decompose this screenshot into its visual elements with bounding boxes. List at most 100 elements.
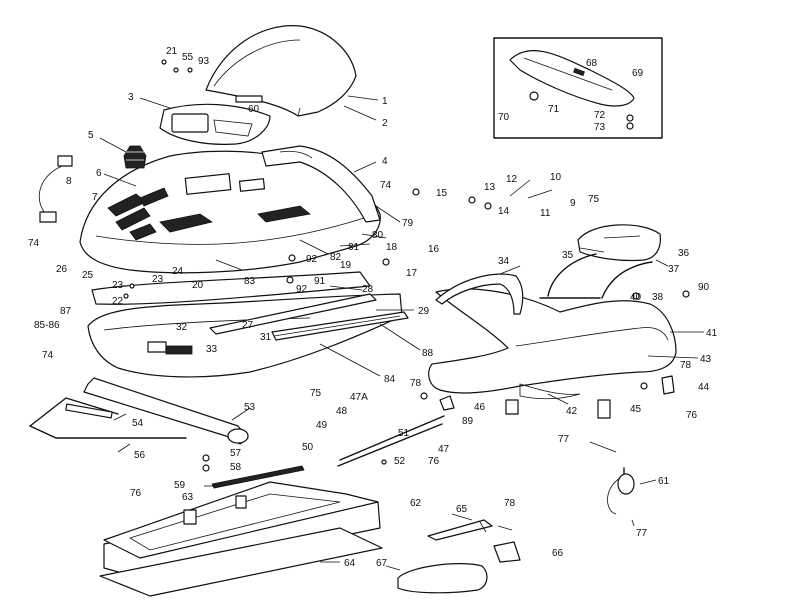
callout-23a: 23 — [112, 280, 124, 291]
callout-69: 69 — [632, 68, 644, 79]
callout-22: 22 — [112, 296, 124, 307]
callout-6: 6 — [96, 168, 102, 179]
callout-42: 42 — [566, 406, 578, 417]
callout-26: 26 — [56, 264, 68, 275]
callout-75a: 75 — [588, 194, 600, 205]
callout-2: 2 — [382, 118, 388, 129]
callout-41: 41 — [706, 328, 718, 339]
pad-67 — [397, 563, 488, 594]
callout-70: 70 — [498, 112, 510, 123]
bumper-bracket — [29, 397, 187, 439]
callout-28: 28 — [362, 284, 374, 295]
callout-16: 16 — [428, 244, 440, 255]
seat — [428, 288, 677, 400]
callout-73: 73 — [594, 122, 606, 133]
backrest — [539, 224, 661, 299]
bracket-65 — [427, 519, 493, 541]
console-trim — [159, 103, 271, 145]
inset-box — [493, 37, 663, 139]
bracket-66 — [493, 541, 521, 563]
callout-74c: 74 — [42, 350, 54, 361]
callout-43: 43 — [700, 354, 712, 365]
leader-lines — [99, 95, 704, 571]
callout-75b: 75 — [310, 388, 322, 399]
callout-83: 83 — [244, 276, 256, 287]
callout-92b: 92 — [296, 284, 308, 295]
callout-74a: 74 — [380, 180, 392, 191]
callout-20: 20 — [192, 280, 204, 291]
callout-63: 63 — [182, 492, 194, 503]
callout-33: 33 — [206, 344, 218, 355]
side-rail — [261, 145, 381, 223]
callout-78a: 78 — [680, 360, 692, 371]
callout-37: 37 — [668, 264, 680, 275]
callout-54: 54 — [132, 418, 144, 429]
callout-65: 65 — [456, 504, 468, 515]
strip-59 — [211, 465, 305, 489]
callout-79: 79 — [402, 218, 414, 229]
callout-27: 27 — [242, 320, 254, 331]
fasteners — [123, 59, 690, 472]
callout-31: 31 — [260, 332, 272, 343]
callout-3: 3 — [128, 92, 134, 103]
callout-24: 24 — [172, 266, 184, 277]
callout-44: 44 — [698, 382, 710, 393]
seat-strap — [435, 273, 524, 315]
callout-64: 64 — [344, 558, 356, 569]
callout-87: 87 — [60, 306, 72, 317]
callout-88: 88 — [422, 348, 434, 359]
callout-35: 35 — [562, 250, 574, 261]
callout-9: 9 — [570, 198, 576, 209]
callout-91: 91 — [314, 276, 326, 287]
callout-19: 19 — [340, 260, 352, 271]
callout-71: 71 — [548, 104, 560, 115]
callout-61: 61 — [658, 476, 670, 487]
callout-10: 10 — [550, 172, 562, 183]
callout-1: 1 — [382, 96, 388, 107]
callout-59: 59 — [174, 480, 186, 491]
callout-92a: 92 — [306, 254, 318, 265]
callout-68: 68 — [586, 58, 598, 69]
callout-90: 90 — [698, 282, 710, 293]
callout-51: 51 — [398, 428, 410, 439]
callout-85-86: 85-86 — [34, 320, 60, 331]
callout-53: 53 — [244, 402, 256, 413]
callout-74b: 74 — [28, 238, 40, 249]
callout-76c: 76 — [130, 488, 142, 499]
callout-55: 55 — [182, 52, 194, 63]
callout-77b: 77 — [636, 528, 648, 539]
callout-25: 25 — [82, 270, 94, 281]
callout-12: 12 — [506, 174, 518, 185]
callout-52: 52 — [394, 456, 406, 467]
callout-81: 81 — [348, 242, 360, 253]
callout-5: 5 — [88, 130, 94, 141]
lower-pan — [87, 271, 403, 378]
callout-93: 93 — [198, 56, 210, 67]
callout-57: 57 — [230, 448, 242, 459]
callout-labels: 1 2 3 4 5 6 7 8 9 10 11 12 13 14 15 16 1… — [28, 46, 718, 569]
callout-14: 14 — [498, 206, 510, 217]
callout-18: 18 — [386, 242, 398, 253]
callout-21: 21 — [166, 46, 178, 57]
windshield — [205, 25, 357, 117]
callout-82: 82 — [330, 252, 342, 263]
callout-11: 11 — [540, 208, 551, 219]
callout-76a: 76 — [686, 410, 698, 421]
callout-17: 17 — [406, 268, 418, 279]
side-strip — [209, 293, 409, 341]
callout-47a: 47A — [350, 392, 368, 403]
callout-80: 80 — [372, 230, 384, 241]
callout-38: 38 — [652, 292, 664, 303]
callout-58: 58 — [230, 462, 242, 473]
callout-62: 62 — [410, 498, 422, 509]
rod-47 — [337, 415, 445, 467]
callout-49: 49 — [316, 420, 328, 431]
callout-60: 60 — [248, 104, 260, 115]
lock-61 — [607, 467, 635, 515]
cable-8 — [39, 155, 73, 223]
callout-72: 72 — [594, 110, 606, 121]
tunnel-tray — [99, 481, 383, 597]
callout-48: 48 — [336, 406, 348, 417]
callout-36: 36 — [678, 248, 690, 259]
